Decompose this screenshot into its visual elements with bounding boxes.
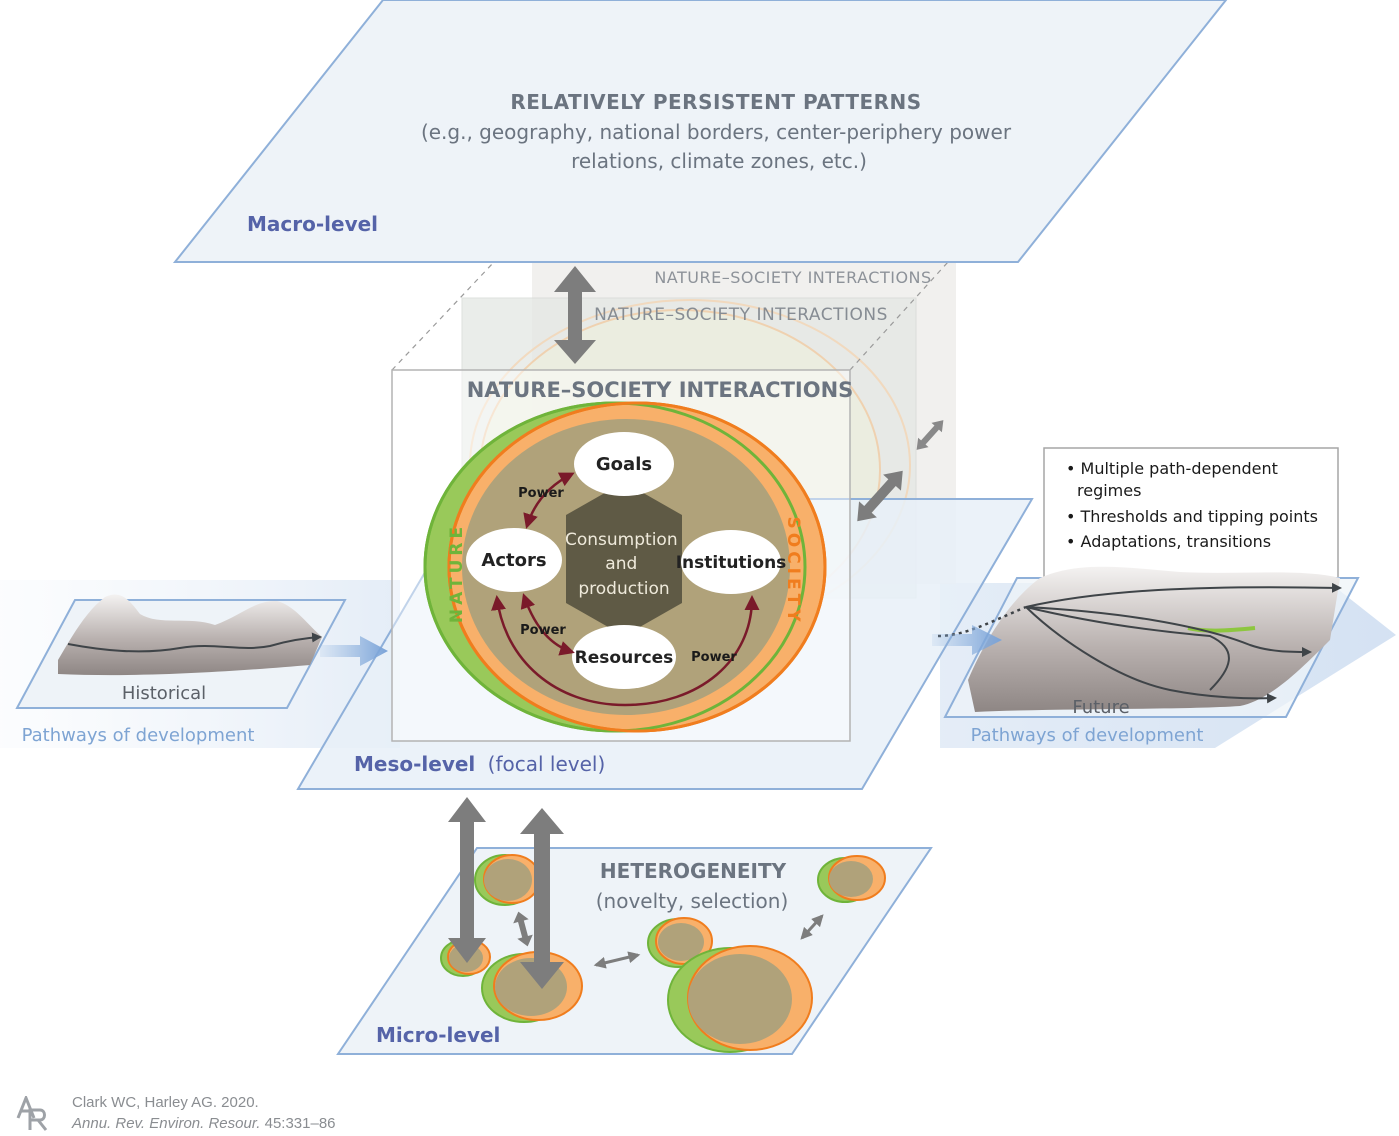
perspective-lines [391, 261, 949, 371]
macro-desc-line1: (e.g., geography, national borders, cent… [421, 120, 1012, 144]
micro-subtitle: (novelty, selection) [596, 889, 789, 913]
meso-level-label: Meso-level [354, 752, 475, 776]
macro-title: RELATIVELY PERSISTENT PATTERNS [510, 90, 921, 114]
future-bullet2: • Thresholds and tipping points [1066, 507, 1318, 526]
nsi-label-back: NATURE–SOCIETY INTERACTIONS [654, 268, 931, 287]
macro-meso-arrows [554, 266, 944, 522]
micro-title: HETEROGENEITY [600, 859, 787, 883]
center-line2: and [605, 554, 637, 574]
double-headed-arrow-icon [554, 266, 596, 364]
future-bullet1-line2: regimes [1077, 481, 1141, 500]
nsi-label-front: NATURE–SOCIETY INTERACTIONS [467, 378, 854, 402]
svg-text:Meso-level (focal level): Meso-level (focal level) [354, 752, 605, 776]
citation-journal: Annu. Rev. Environ. Resour. [72, 1115, 261, 1132]
center-line3: production [578, 579, 669, 599]
micro-arrows [593, 914, 824, 969]
future-bullet3: • Adaptations, transitions [1066, 532, 1271, 551]
citation-line1: Clark WC, Harley AG. 2020. [72, 1094, 259, 1111]
future-panel: • Multiple path-dependent regimes • Thre… [932, 447, 1360, 746]
future-bullet1-line1: • Multiple path-dependent [1066, 459, 1278, 478]
center-line1: Consumption [565, 530, 678, 550]
historical-terrain [58, 594, 322, 676]
macro-level-label: Macro-level [247, 212, 378, 236]
double-headed-arrow-icon [520, 808, 564, 989]
meso-level-suffix: (focal level) [488, 752, 606, 776]
citation: Clark WC, Harley AG. 2020. Annu. Rev. En… [16, 1094, 376, 1134]
citation-pages: 45:331–86 [260, 1115, 336, 1132]
double-headed-arrow-icon [448, 797, 486, 963]
historical-panel: Historical Pathways of development [15, 594, 388, 746]
nature-society-core: NATURE SOCIETY Consumption and productio… [423, 401, 827, 733]
future-pathways-label: Pathways of development [971, 725, 1204, 746]
future-label: Future [1072, 697, 1129, 718]
institutions-node [681, 530, 781, 594]
historical-pathways-label: Pathways of development [22, 725, 255, 746]
macro-plane: RELATIVELY PERSISTENT PATTERNS (e.g., ge… [172, 0, 1228, 263]
resources-node [572, 625, 676, 689]
double-headed-arrow-icon [513, 911, 533, 947]
annual-reviews-logo-icon [16, 1096, 50, 1132]
actors-label: Actors [481, 550, 546, 571]
power-label-bottom-right: Power [691, 650, 737, 665]
power-label-top: Power [518, 486, 564, 501]
meso-micro-arrows [448, 797, 564, 989]
power-label-bottom-left: Power [520, 623, 566, 638]
micro-plane: HETEROGENEITY (novelty, selection) Micro… [336, 847, 933, 1055]
micro-level-label: Micro-level [376, 1023, 500, 1047]
future-terrain [968, 566, 1340, 712]
power-arrows [491, 472, 760, 707]
double-headed-arrow-icon [916, 420, 944, 450]
nsi-label-middle: NATURE–SOCIETY INTERACTIONS [594, 305, 888, 325]
resources-label: Resources [575, 648, 674, 668]
historical-label: Historical [122, 683, 206, 704]
institutions-label: Institutions [676, 553, 787, 573]
actors-node [466, 528, 562, 592]
nature-label: NATURE [447, 523, 467, 623]
right-arrow-icon [932, 625, 1002, 655]
macro-desc-line2: relations, climate zones, etc.) [571, 149, 867, 173]
svg-text:Consumption and pr: Consumption and production [565, 530, 683, 599]
goals-node [574, 432, 674, 496]
right-arrow-icon [320, 636, 388, 666]
double-headed-arrow-icon [857, 470, 903, 522]
goals-label: Goals [596, 454, 652, 475]
citation-line2: Annu. Rev. Environ. Resour. 45:331–86 [72, 1115, 336, 1132]
svg-text:• Multiple path-dependent: • Multiple path-dependent regimes • Thre… [1066, 459, 1323, 551]
society-label: SOCIETY [783, 516, 803, 625]
future-bullet-box [1043, 447, 1339, 584]
